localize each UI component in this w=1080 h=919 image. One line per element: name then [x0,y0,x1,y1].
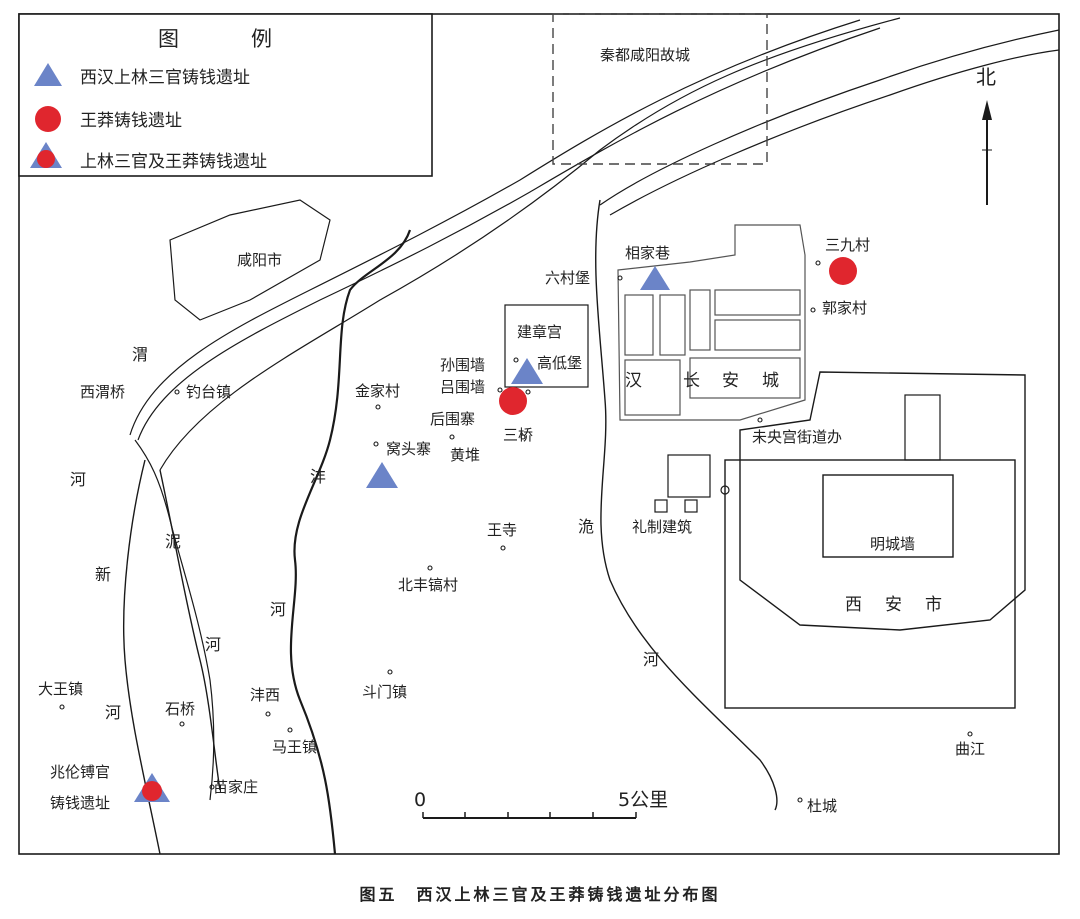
svg-text:汉: 汉 [625,371,644,391]
xian-label: 西 安 市 [845,595,944,615]
svg-text:安: 安 [885,595,904,615]
place-dots [59,260,973,803]
label-diaotai: 钓台镇 [186,383,231,401]
circle-marker-sanqiao [499,387,527,415]
svg-text:泥: 泥 [165,532,181,551]
svg-text:渭: 渭 [132,345,148,364]
label-guojiacun: 郭家村 [822,299,867,317]
svg-text:河: 河 [270,600,286,619]
label-zhaolun1: 兆伦镈官 [50,763,110,781]
label-sanqiao: 三桥 [503,426,533,444]
place-labels: 西渭桥 钓台镇 金家村 窝头寨 后围寨 黄堆 孙围墙 吕围墙 高低堡 三桥 六村… [38,236,985,815]
label-shiqiao: 石桥 [165,700,195,718]
jue-river [595,199,778,811]
legend-item-triangle-circle: 上林三官及王莽铸钱遗址 [80,152,267,172]
legend-item-circle: 王莽铸钱遗址 [80,111,182,131]
label-liucunbao: 六村堡 [545,269,590,287]
triangle-marker-wotouzhai [366,462,398,488]
legend-item-triangle: 西汉上林三官铸钱遗址 [80,68,250,88]
svg-text:洈: 洈 [578,517,594,536]
svg-text:市: 市 [925,595,944,615]
scale-start: 0 [414,789,426,811]
jianzhang-palace-outline [504,304,589,388]
svg-text:河: 河 [105,703,121,722]
legend-triangle-circle-dot [37,150,55,168]
label-mawang: 马王镇 [272,738,317,756]
label-doumen: 斗门镇 [362,683,407,701]
wei-river [129,17,1060,801]
svg-text:安: 安 [722,371,741,391]
legend-triangle-icon [34,63,62,86]
triangle-marker-gaodipu [511,358,543,384]
label-gaodipu: 高低堡 [537,354,582,372]
label-miaojia: 苗家庄 [213,778,258,796]
label-jinjia: 金家村 [355,382,400,400]
label-weiyanggong: 未央宫街道办 [752,428,842,446]
triangle-circle-marker-zhaolun-dot [142,781,162,801]
label-wangsi: 王寺 [487,521,517,539]
scale-end: 5公里 [618,789,668,811]
scale-bar: 0 5公里 [414,789,668,819]
ming-wall-outline [822,474,954,558]
legend-box [18,13,433,177]
north-label: 北 [976,65,996,89]
xianyang-label: 咸阳市 [237,251,282,269]
triangle-marker-xiangjiaxiang [640,266,670,290]
label-fengxi: 沣西 [250,686,280,704]
svg-text:长: 长 [683,371,702,391]
label-huangdui: 黄堆 [450,446,480,464]
svg-text:西: 西 [845,595,864,615]
ming-wall-label: 明城墙 [870,535,915,553]
legend-title: 图 例 [158,27,282,51]
label-dawang: 大王镇 [38,680,83,698]
legend: 图 例 西汉上林三官铸钱遗址 王莽铸钱遗址 上林三官及王莽铸钱遗址 [18,13,433,177]
xianyang-outline [169,199,331,321]
qin-capital-label: 秦都咸阳故城 [600,46,690,64]
svg-text:新: 新 [95,565,111,584]
map-frame [18,13,1060,855]
label-wotouzhai: 窝头寨 [386,440,431,458]
xian-outline [724,459,1016,709]
label-xiangjiaxiang: 相家巷 [625,244,670,262]
site-markers [134,257,857,802]
feng-river [289,229,412,855]
tower-outline [904,394,941,461]
legend-circle-icon [35,106,61,132]
label-zhaolun2: 铸钱遗址 [50,794,110,812]
label-beifenggao: 北丰镐村 [398,576,458,594]
map-caption: 图五 西汉上林三官及王莽铸钱遗址分布图 [359,885,720,904]
svg-text:河: 河 [643,650,659,669]
label-xiweiqiao: 西渭桥 [80,383,125,401]
label-houweizhai: 后围寨 [430,410,475,428]
label-sunweiqiang: 孙围墙 [440,356,485,374]
svg-text:河: 河 [70,470,86,489]
svg-text:河: 河 [205,635,221,654]
label-ducheng: 杜城 [807,797,837,815]
han-changan-label: 汉 长 安 城 [625,371,781,391]
jianzhang-label: 建章宫 [517,323,562,341]
lizhi-building [654,454,730,513]
river-labels: 渭 河 沣 河 新 泥 河 河 洈 河 [70,345,659,722]
circle-marker-sanjiucun [829,257,857,285]
svg-text:城: 城 [762,371,781,391]
han-changan-outline [617,224,806,421]
xian-city-wall [739,371,1026,631]
label-qujiang: 曲江 [955,740,985,758]
label-lizhi: 礼制建筑 [632,518,692,536]
label-sanjiucun: 三九村 [825,236,870,254]
north-arrow: 北 [976,65,996,205]
qin-capital-outline [552,13,768,165]
label-lvweiqiang: 吕围墙 [440,378,485,396]
svg-text:沣: 沣 [310,467,326,486]
